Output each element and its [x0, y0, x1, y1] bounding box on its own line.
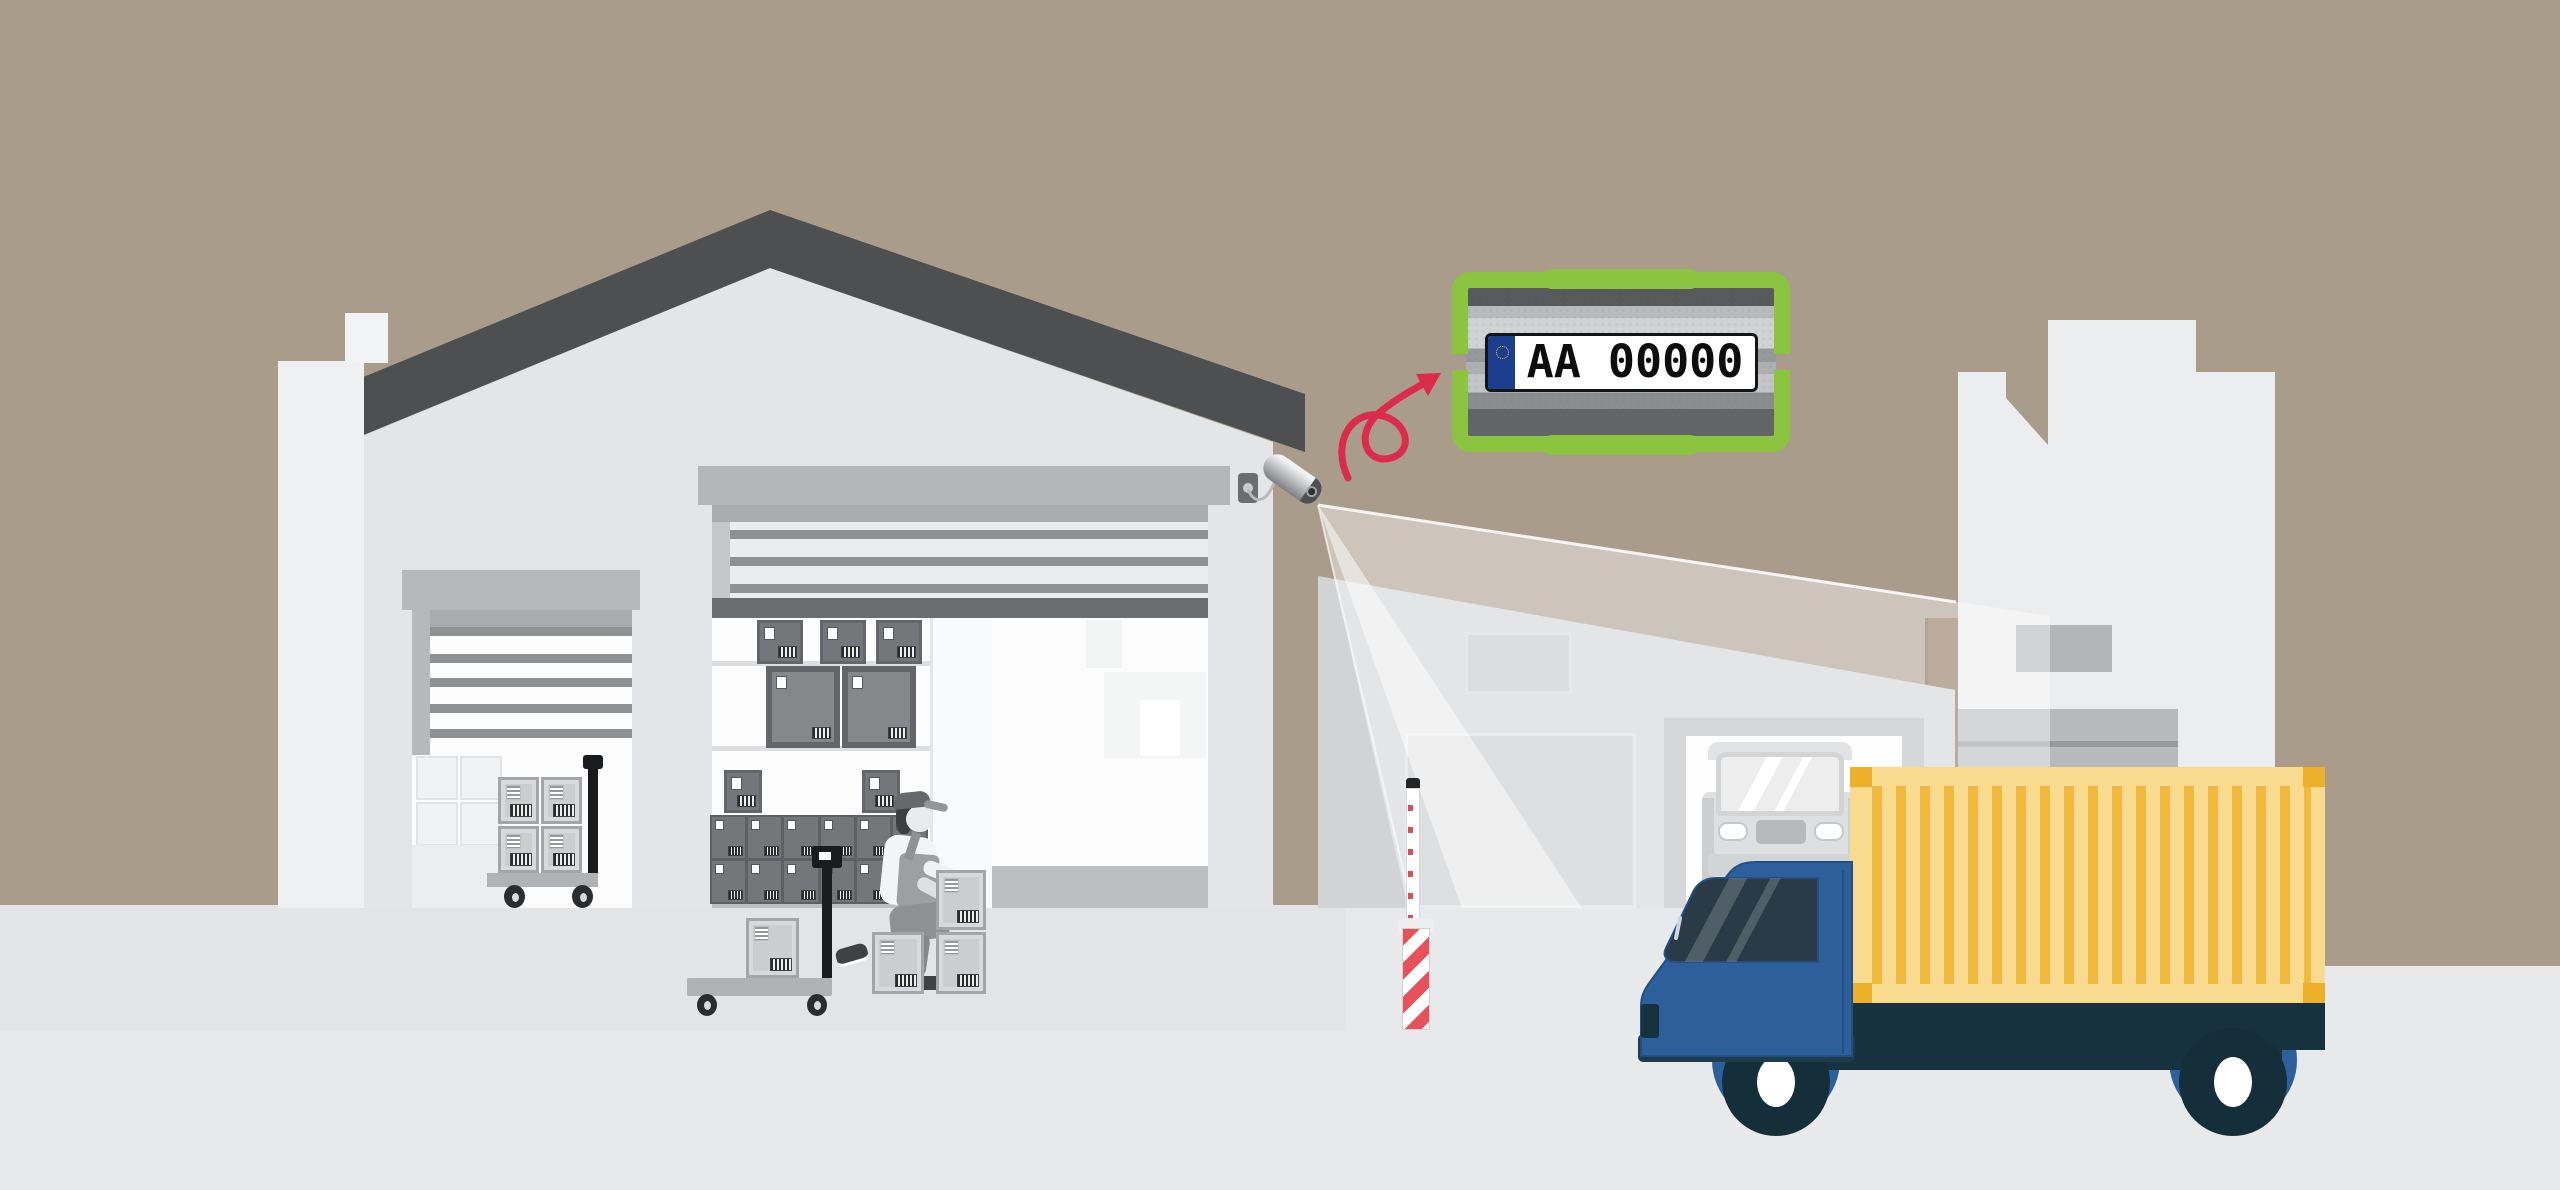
anpr-camera	[1238, 448, 1338, 525]
license-plate-number: AA 00000	[1526, 335, 1744, 388]
stacked-box-right	[936, 932, 986, 994]
annex-slat	[412, 627, 632, 636]
stacked-pallets	[1952, 709, 2178, 837]
stacked-box-left	[872, 932, 924, 994]
cart-wheel	[572, 885, 593, 908]
storage-box-large	[842, 666, 916, 748]
warehouse-roof-left	[322, 210, 770, 452]
annex-guide-rail	[412, 610, 430, 755]
storage-box	[876, 620, 922, 664]
ghost-box	[416, 756, 458, 800]
annex-roll	[412, 610, 632, 627]
van-headlight-right	[1814, 822, 1844, 841]
annex-door	[402, 570, 640, 908]
hand-cart	[487, 755, 617, 908]
barrier-base	[1402, 928, 1430, 1030]
annex-slat	[412, 729, 632, 738]
background-right-strip	[2278, 908, 2560, 966]
viewfinder-corner-br	[1682, 370, 1790, 452]
barrier	[1396, 778, 1436, 1030]
gate-panel	[1405, 733, 1636, 908]
shutter-slat	[712, 557, 1208, 566]
cart-box	[541, 777, 582, 824]
viewfinder-tab-bottom	[1542, 435, 1700, 455]
warehouse-left-wall	[278, 361, 364, 908]
van-windshield	[1716, 752, 1844, 816]
van-bumper	[1708, 854, 1854, 876]
van-pillar-left	[1702, 798, 1714, 902]
gray-van	[1700, 742, 1862, 908]
platform-cart	[687, 846, 847, 1018]
van-grille	[1756, 820, 1806, 844]
factory-sign	[2016, 625, 2112, 672]
opening-header	[698, 466, 1230, 505]
van-headlight-left	[1718, 822, 1748, 841]
cart-box	[746, 918, 799, 978]
cart-box	[498, 826, 539, 873]
shutter-slat	[712, 584, 1208, 593]
ghost-box	[416, 802, 458, 846]
shutter-roll	[712, 505, 1208, 522]
cart-box	[498, 777, 539, 824]
annex-slat	[412, 654, 632, 663]
stacked-box-top	[936, 870, 986, 930]
warehouse-roof-right	[770, 210, 1305, 452]
storage-box	[820, 620, 866, 664]
license-plate: AA 00000	[1485, 333, 1758, 392]
cart-wheel	[807, 994, 827, 1016]
annex-slat	[412, 704, 632, 713]
viewfinder-corner-bl	[1452, 370, 1560, 452]
plate-detection-callout: AA 00000	[1452, 269, 1790, 455]
cart-platform	[687, 978, 832, 996]
annex-slat	[412, 678, 632, 687]
cart-handle	[822, 864, 832, 978]
interior-window	[1140, 700, 1180, 756]
barrier-pole	[1406, 788, 1420, 926]
shutter-slat	[712, 530, 1208, 539]
worker-face	[906, 806, 932, 832]
storage-box	[724, 770, 762, 813]
viewfinder-tab-top	[1542, 269, 1700, 289]
viewfinder-corner-tr	[1682, 272, 1790, 354]
chimney	[345, 313, 388, 363]
lintel	[712, 598, 1208, 618]
barrier-pole-marks	[1408, 789, 1413, 925]
storage-box	[757, 620, 803, 664]
windshield-glare	[1728, 757, 1784, 811]
viewfinder-corner-tl	[1452, 272, 1560, 354]
cart-box	[541, 826, 582, 873]
van-pillar-right	[1848, 798, 1860, 902]
cart-handle-grip	[583, 755, 603, 769]
eu-stars-band-icon	[1488, 336, 1515, 389]
wall-sign	[1465, 632, 1572, 694]
storage-box-large	[766, 666, 840, 748]
cart-wheel	[504, 885, 525, 908]
worker-boot-front	[834, 941, 870, 969]
box-stack	[870, 870, 990, 998]
interior-window	[1086, 620, 1122, 668]
ground-apron	[0, 905, 1345, 1030]
annex-header	[402, 570, 640, 610]
cart-wheel	[697, 994, 717, 1016]
cart-handle	[588, 763, 598, 873]
